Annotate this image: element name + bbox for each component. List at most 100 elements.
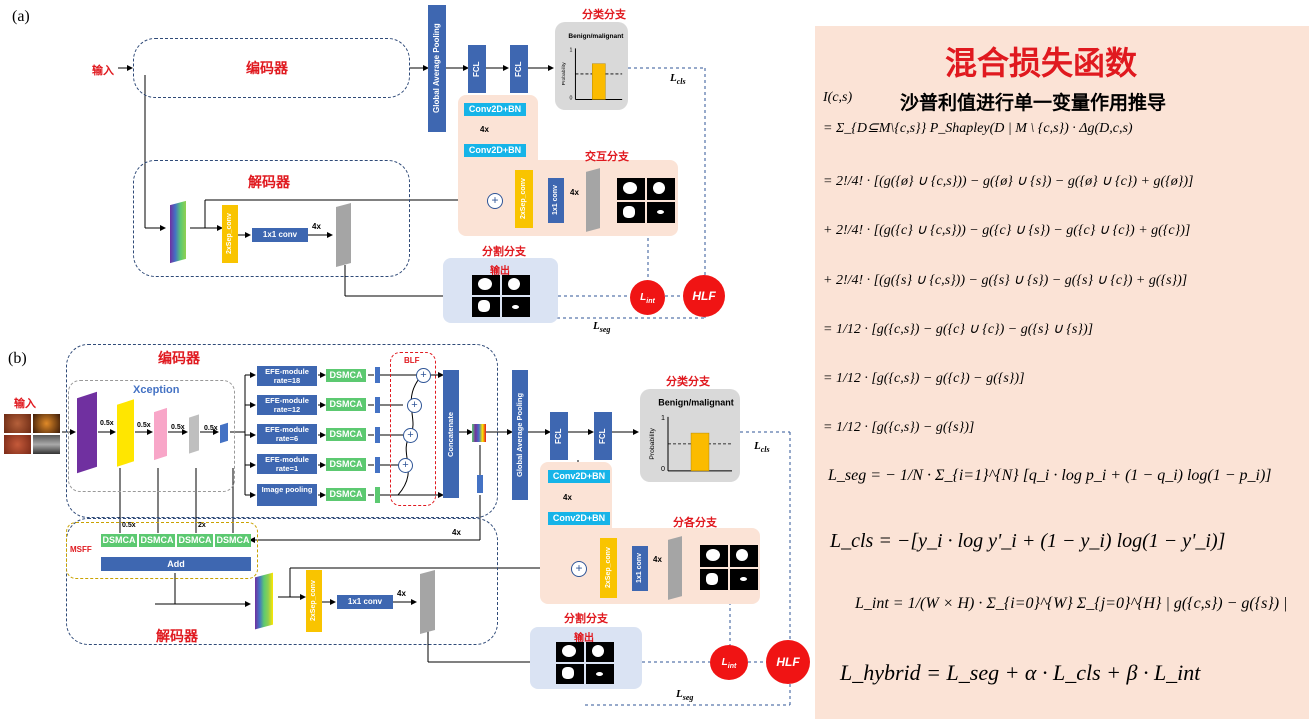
dsmca-efe-2: DSMCA (326, 398, 366, 411)
concat-output (472, 424, 486, 442)
conv2d-bn-a2: Conv2D+BN (464, 144, 526, 157)
formula-line-3: = 2!/4! · [(g({ø} ∪ {c,s})) − g({ø} ∪ {s… (823, 174, 1194, 189)
loss-int-circle-b: Lint (710, 645, 748, 680)
conv2d-bn-b1: Conv2D+BN (548, 470, 610, 483)
msff-box (66, 522, 258, 579)
loss-seg-label-b: Lseg (676, 688, 694, 703)
chart-bar (690, 432, 710, 472)
concat-reduced (477, 475, 483, 493)
add-circle-b: + (571, 561, 587, 577)
formula-line-10: L_cls = −[y_i · log y'_i + (1 − y_i) log… (830, 530, 1226, 552)
feature-map-interact-b (668, 536, 682, 600)
x4-label-b2: 4x (653, 555, 662, 564)
formula-line-4: + 2!/4! · [(g({c} ∪ {c,s})) − g({c} ∪ {s… (823, 223, 1191, 238)
seg-branch-label-b: 分割分支 (564, 613, 608, 625)
blf-add-3: + (403, 428, 418, 443)
dsmca-msff-1: DSMCA (101, 534, 137, 547)
decoder-label-b: 解码器 (156, 628, 198, 644)
blf-add-1: + (416, 368, 431, 383)
sep-conv-decoder-a: 2xSep_conv (222, 205, 238, 263)
encoder-box-a (133, 38, 410, 98)
loss-int-circle-a: Lint (630, 280, 665, 315)
fcl-block-b2: FCL (594, 412, 612, 460)
x4-label-a3: 4x (312, 222, 321, 231)
formula-line-5: + 2!/4! · [(g({s} ∪ {c,s})) − g({s} ∪ {s… (823, 273, 1188, 288)
encoder-label-a: 编码器 (246, 60, 288, 76)
xception-feat-4 (189, 414, 199, 454)
blf-box (390, 352, 436, 506)
loss-seg-label-a: Lseg (593, 320, 611, 335)
loss-cls-label-a: Lcls (670, 72, 686, 87)
dsmca-msff-4: DSMCA (215, 534, 251, 547)
xception-feat-2 (117, 399, 134, 467)
formula-line-8: = 1/12 · [g({c,s}) − g({s})] (823, 420, 975, 435)
formula-panel (815, 26, 1309, 719)
formula-line-6: = 1/12 · [g({c,s}) − g({c} ∪ {c}) − g({s… (823, 322, 1094, 337)
xception-box (68, 380, 235, 492)
formula-line-7: = 1/12 · [g({c,s}) − g({c}) − g({s})] (823, 371, 1025, 386)
sep-conv-decoder-b: 2xSep_conv (306, 570, 322, 632)
sep-conv-interact-b: 2xSep_conv (600, 538, 617, 598)
x4-label-a2: 4x (570, 188, 579, 197)
dsmca-msff-3: DSMCA (177, 534, 213, 547)
conv2d-bn-b2: Conv2D+BN (548, 512, 610, 525)
xception-feat-5 (220, 422, 228, 444)
formula-line-11: L_int = 1/(W × H) · Σ_{i=0}^{W} Σ_{j=0}^… (855, 595, 1288, 612)
input-images-b (4, 414, 60, 454)
dsmca-msff-2: DSMCA (139, 534, 175, 547)
feature-map-decoder-a (336, 202, 351, 268)
xception-label: Xception (133, 384, 180, 396)
x4-label-a1: 4x (480, 125, 489, 134)
chart-tick-label: 0 (570, 95, 573, 101)
formula-line-9: L_seg = − 1/N · Σ_{i=1}^{N} [q_i · log p… (828, 467, 1272, 484)
interact-branch-label-a: 交互分支 (585, 151, 629, 163)
input-label-b: 输入 (14, 398, 36, 410)
decoder-label-a: 解码器 (248, 174, 290, 190)
chart-bar (592, 63, 606, 100)
add-block: Add (101, 557, 251, 571)
chart-title: Benign/malignant (658, 398, 734, 408)
chart-tick-label: 1 (570, 47, 573, 53)
x05-label-msff: 0.5x (122, 522, 136, 529)
dsmca-efe-4: DSMCA (326, 458, 366, 471)
mask-grid-seg-b (556, 642, 614, 684)
x2-label-msff: 2x (198, 522, 206, 529)
add-circle-a: + (487, 193, 503, 209)
seg-box-a (443, 258, 558, 323)
mask-grid-interact-a (617, 178, 675, 223)
panel-label-b: (b) (8, 350, 27, 367)
efe-out-2 (375, 397, 380, 413)
efe-module-12: EFE-module rate=12 (257, 395, 317, 415)
conv1x1-decoder-b: 1x1 conv (337, 595, 393, 609)
formula-panel-subtitle: 沙普利值进行单一变量作用推导 (900, 93, 1167, 114)
efe-out-4 (375, 457, 380, 473)
dsmca-efe-3: DSMCA (326, 428, 366, 441)
conv1x1-interact-a: 1x1 conv (548, 178, 564, 223)
mask-grid-interact-b (700, 545, 758, 590)
formula-line-2: = Σ_{D⊆M\{c,s}} P_Shapley(D | M \ {c,s})… (823, 121, 1133, 136)
chart-tick-label: 1 (661, 413, 665, 422)
sep-conv-interact-a: 2xSep_conv (515, 170, 533, 228)
conv2d-bn-a1: Conv2D+BN (464, 103, 526, 116)
feature-map-interact-a (586, 168, 600, 232)
x4-label-b4: 4x (397, 589, 406, 598)
panel-label-a: (a) (12, 8, 30, 25)
hlf-circle-a: HLF (683, 275, 725, 317)
conv1x1-decoder-a: 1x1 conv (252, 228, 308, 242)
cls-branch-label-b: 分类分支 (666, 376, 710, 388)
msff-label: MSFF (70, 545, 92, 554)
x05-label-2: 0.5x (137, 422, 151, 429)
feature-stack-a (170, 200, 186, 264)
x05-label-1: 0.5x (100, 420, 114, 427)
cls-branch-label-a: 分类分支 (582, 9, 626, 21)
feature-stack-b (255, 572, 273, 630)
efe-module-18: EFE-module rate=18 (257, 366, 317, 386)
x4-label-b1: 4x (563, 493, 572, 502)
chart-y-label: Probability (561, 62, 567, 85)
image-pooling: Image pooling (257, 484, 317, 506)
blf-add-4: + (398, 458, 413, 473)
decoder-box-b (66, 518, 498, 645)
conv1x1-interact-b: 1x1 conv (632, 546, 648, 591)
efe-module-1: EFE-module rate=1 (257, 454, 317, 474)
